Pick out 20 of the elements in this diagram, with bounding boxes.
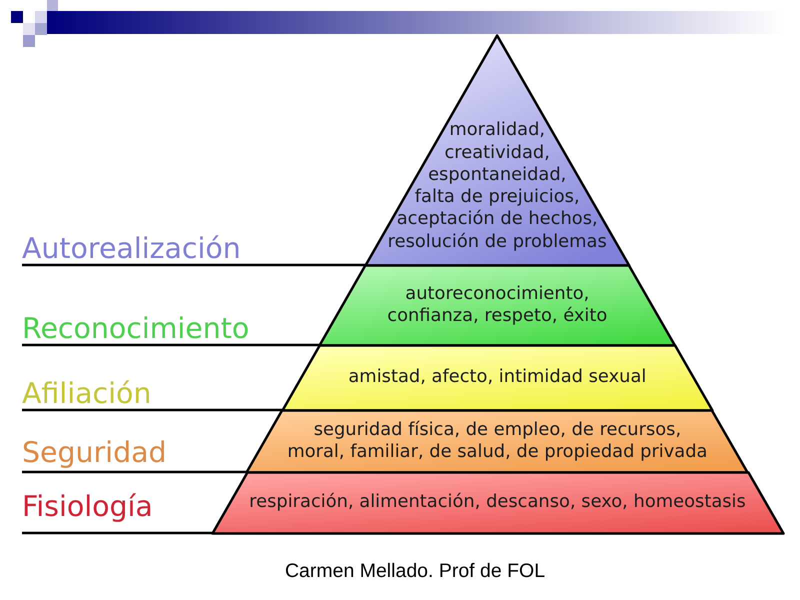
- leader-line: [22, 408, 282, 412]
- leader-line: [22, 470, 247, 474]
- leader-line: [22, 344, 320, 346]
- level-name: Seguridad: [22, 438, 167, 468]
- level-description: amistad, afecto, intimidad sexual: [348, 366, 646, 389]
- leader-line: [22, 264, 366, 266]
- leader-line: [22, 532, 212, 534]
- pyramid-level: [245, 408, 750, 474]
- level-description: moralidad, creatividad, espontaneidad, falta de prejuicios, aceptación de hechos, resolución de problemas: [388, 119, 607, 253]
- level-name: Afiliación: [22, 379, 152, 409]
- level-description: respiración, alimentación, descanso, sexo, homeostasis: [249, 491, 746, 514]
- pyramid-level: [280, 344, 714, 412]
- caption: Carmen Mellado. Prof de FOL: [284, 560, 546, 582]
- pyramid-level: [210, 470, 784, 534]
- level-description: autoreconocimiento, confianza, respeto, éxito: [386, 282, 608, 328]
- level-name: Autorealización: [22, 234, 241, 264]
- pyramid-level: [318, 264, 677, 346]
- level-name: Fisiología: [22, 492, 153, 522]
- level-description: seguridad física, de empleo, de recursos, moral, familiar, de salud, de propiedad privada: [286, 418, 708, 464]
- level-name: Reconocimiento: [22, 314, 250, 344]
